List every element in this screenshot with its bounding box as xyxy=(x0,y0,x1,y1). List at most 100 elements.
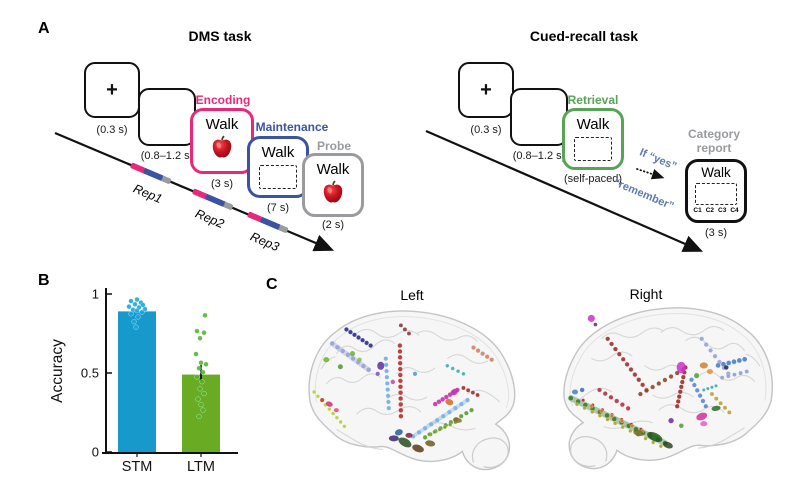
electrode-dot xyxy=(738,370,743,376)
electrode-dot xyxy=(360,363,367,369)
retrieval-stage-label: Retrieval xyxy=(567,93,619,107)
electrode-dot xyxy=(422,434,428,440)
data-point xyxy=(126,303,132,310)
encoding-stage-label: Encoding xyxy=(195,93,251,107)
electrode-dot xyxy=(613,421,618,426)
electrode-dot xyxy=(456,369,461,374)
electrode-dot xyxy=(703,342,709,348)
electrode-dot xyxy=(484,354,490,360)
electrode-dot xyxy=(398,390,404,396)
electrode-dot xyxy=(620,356,626,362)
electrode-cluster xyxy=(700,421,708,427)
electrode-dot xyxy=(694,387,700,393)
data-point xyxy=(142,306,148,312)
electrode-cluster xyxy=(679,423,684,428)
electrode-dot xyxy=(630,423,635,428)
electrode-cluster xyxy=(405,432,413,438)
electrode-dot xyxy=(680,374,686,380)
empty-stimulus-placeholder xyxy=(259,165,297,189)
data-point xyxy=(132,301,138,307)
electrode-cluster xyxy=(711,405,721,411)
data-point xyxy=(199,379,205,385)
electrode-cluster xyxy=(320,398,325,403)
electrode-dot xyxy=(384,368,389,374)
electrode-dot xyxy=(432,429,437,434)
electrode-dot xyxy=(726,373,731,379)
category-option-c4: C4 xyxy=(730,206,739,214)
electrode-dot xyxy=(475,392,480,398)
electrode-dot xyxy=(397,372,403,378)
electrode-dot xyxy=(722,405,728,411)
cued-blank-screen xyxy=(510,88,568,146)
electrode-dot xyxy=(656,381,662,386)
electrode-dot xyxy=(674,370,680,376)
dms-maintenance-screen: Walk xyxy=(247,136,309,198)
electrode-dot xyxy=(397,360,403,366)
electrode-dot xyxy=(344,327,349,332)
electrode-cluster xyxy=(699,362,708,369)
electrode-cluster xyxy=(325,401,333,407)
electrode-dot xyxy=(613,346,618,352)
electrode-dot xyxy=(709,391,715,397)
electrode-cluster xyxy=(579,387,585,393)
data-point xyxy=(134,307,140,314)
electrode-dot xyxy=(597,413,602,418)
data-point xyxy=(200,407,206,413)
electrode-dot xyxy=(581,398,585,403)
category-duration: (3 s) xyxy=(705,227,727,239)
electrode-cluster xyxy=(633,429,644,437)
electrode-dot xyxy=(699,336,705,342)
electrode-cluster xyxy=(724,365,729,370)
electrode-dot xyxy=(445,363,450,368)
electrode-dot xyxy=(312,389,317,394)
electrode-dot xyxy=(384,374,390,380)
cued-blank-duration: (0.8–1.2 s) xyxy=(512,150,566,162)
electrode-dot xyxy=(386,405,392,411)
electrode-dot xyxy=(352,332,357,338)
data-point xyxy=(198,360,204,366)
electrode-dot xyxy=(658,444,663,449)
electrode-dot xyxy=(624,361,630,367)
electrode-cluster xyxy=(593,322,598,327)
electrode-cluster xyxy=(663,441,673,449)
panel-c-label: C xyxy=(266,276,278,293)
electrode-dot xyxy=(465,388,471,393)
electrode-cluster xyxy=(587,314,595,322)
electrode-dot xyxy=(625,405,631,411)
electrode-dot xyxy=(315,394,320,399)
electrode-dot xyxy=(676,394,682,400)
electrode-cluster xyxy=(425,440,436,447)
electrode-dot xyxy=(398,401,404,407)
electrode-dot xyxy=(710,385,714,390)
maintenance-stimulus-word: Walk xyxy=(261,144,295,161)
y-tick-label: 1 xyxy=(92,287,99,302)
electrode-dot xyxy=(731,359,737,365)
electrode-dot xyxy=(446,409,452,415)
electrode-dot xyxy=(340,348,346,354)
empty-stimulus-placeholder xyxy=(574,137,612,161)
fixation-cross: + xyxy=(480,79,492,101)
electrode-dot xyxy=(619,402,625,408)
y-tick-label: 0 xyxy=(92,445,99,460)
electrode-dot xyxy=(383,356,389,362)
electrode-dot xyxy=(350,355,356,362)
electrode-dot xyxy=(334,344,341,350)
electrode-cluster xyxy=(450,388,459,396)
encoding-stimulus-word: Walk xyxy=(205,116,239,133)
category-report-line2: report xyxy=(696,140,732,155)
retrieval-duration: (self-paced) xyxy=(563,173,623,185)
electrode-dot xyxy=(732,372,737,377)
data-point xyxy=(193,351,199,357)
electrode-dot xyxy=(602,391,608,397)
electrode-dot xyxy=(442,425,447,430)
electrode-dot xyxy=(614,398,620,404)
right-brain-title: Right xyxy=(629,286,663,302)
category-stimulus-word: Walk xyxy=(701,165,731,180)
electrode-dot xyxy=(582,406,587,411)
electrode-dot xyxy=(604,412,610,419)
category-report-line1: Category xyxy=(687,127,740,141)
probe-duration: (2 s) xyxy=(322,219,344,231)
electrode-dot xyxy=(360,337,365,343)
electrode-dot xyxy=(327,407,332,412)
